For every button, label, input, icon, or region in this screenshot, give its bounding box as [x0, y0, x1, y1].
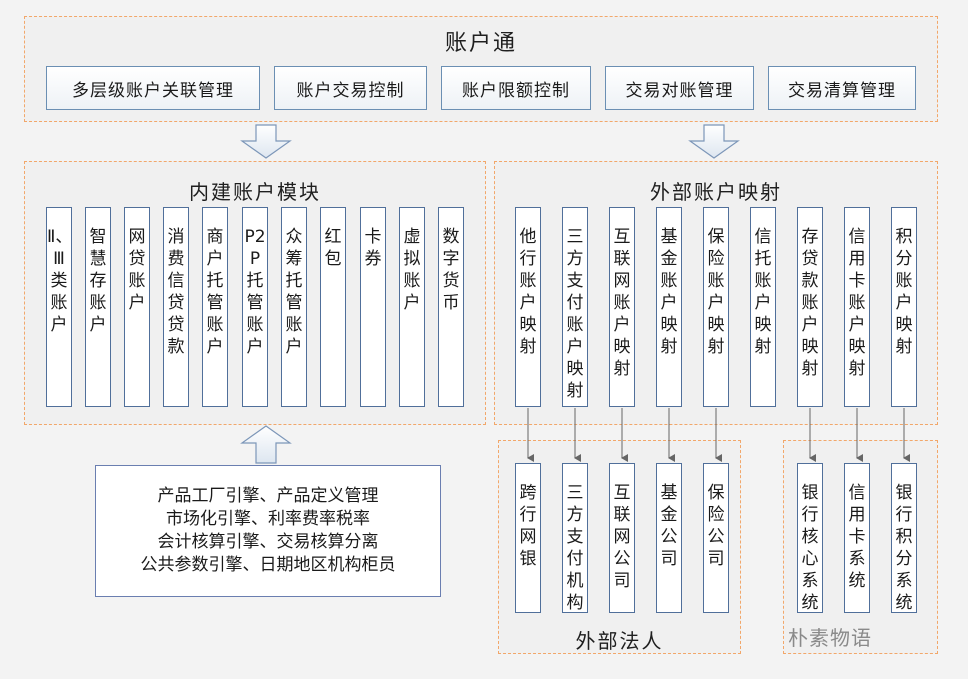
mapping-account-4: 基金账户映射: [656, 207, 682, 407]
internal-account-5: 商户托管账户: [202, 207, 228, 407]
internal-account-10: 虚拟账户: [399, 207, 425, 407]
mapping-account-7: 存贷款账户映射: [797, 207, 823, 407]
internal-account-11: 数字货币: [438, 207, 464, 407]
watermark-text: 朴素物语: [788, 626, 872, 650]
mapping-account-2: 三方支付账户映射: [562, 207, 588, 407]
internal-account-2: 智慧存账户: [85, 207, 111, 407]
engine-line-1: 产品工厂引擎、产品定义管理: [157, 486, 379, 506]
account-center-title: 账户通: [444, 31, 517, 56]
function-limit-control: 账户限额控制: [441, 66, 591, 110]
down-arrow-left: [240, 124, 292, 159]
internal-account-7: 众筹托管账户: [281, 207, 307, 407]
function-clearing: 交易清算管理: [768, 66, 916, 110]
mapping-account-3: 互联网账户映射: [609, 207, 635, 407]
external-legal-3: 互联网公司: [609, 463, 635, 613]
mapping-account-5: 保险账户映射: [703, 207, 729, 407]
bank-system-2: 信用卡系统: [844, 463, 870, 613]
engine-line-3: 会计核算引擎、交易核算分离: [157, 532, 379, 552]
external-legal-4: 基金公司: [656, 463, 682, 613]
external-mapping-title: 外部账户映射: [650, 180, 782, 204]
external-legal-5: 保险公司: [703, 463, 729, 613]
external-legal-1: 跨行网银: [515, 463, 541, 613]
down-arrow-right: [688, 124, 740, 159]
bank-system-1: 银行核心系统: [797, 463, 823, 613]
internal-account-8: 红包: [320, 207, 346, 407]
function-multi-level-link: 多层级账户关联管理: [46, 66, 260, 110]
engine-line-2: 市场化引擎、利率费率税率: [166, 509, 370, 529]
internal-account-1: Ⅱ、Ⅲ类账户: [46, 207, 72, 407]
engine-line-4: 公共参数引擎、日期地区机构柜员: [140, 555, 396, 575]
internal-account-3: 网贷账户: [124, 207, 150, 407]
internal-account-6: P2P托管账户: [242, 207, 268, 407]
external-legal-2: 三方支付机构: [562, 463, 588, 613]
mapping-account-9: 积分账户映射: [891, 207, 917, 407]
internal-account-4: 消费信贷贷款: [163, 207, 189, 407]
function-transaction-control: 账户交易控制: [274, 66, 427, 110]
internal-module-title: 内建账户模块: [189, 180, 321, 204]
mapping-account-1: 他行账户映射: [515, 207, 541, 407]
mapping-account-8: 信用卡账户映射: [844, 207, 870, 407]
engine-box: 产品工厂引擎、产品定义管理 市场化引擎、利率费率税率 会计核算引擎、交易核算分离…: [95, 465, 441, 597]
internal-account-9: 卡券: [360, 207, 386, 407]
function-reconciliation: 交易对账管理: [605, 66, 754, 110]
bank-system-3: 银行积分系统: [891, 463, 917, 613]
up-arrow-engine: [240, 425, 292, 464]
external-legal-title: 外部法人: [575, 629, 664, 653]
mapping-account-6: 信托账户映射: [750, 207, 776, 407]
